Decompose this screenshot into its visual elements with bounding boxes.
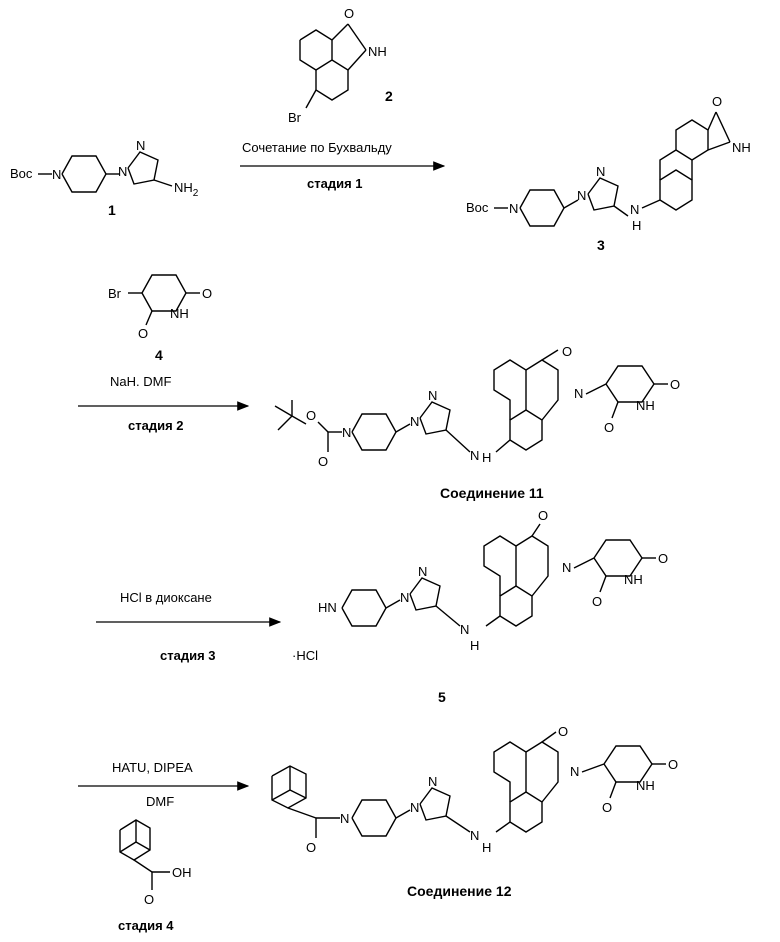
n-atom: N — [410, 414, 419, 429]
br-atom: Br — [288, 110, 302, 125]
boc-label: Boc — [466, 200, 489, 215]
compound-1: Boc N N N NH2 1 — [10, 138, 199, 218]
compound-number: 3 — [597, 237, 605, 253]
n-atom: N — [596, 164, 605, 179]
hn-atom: HN — [318, 600, 337, 615]
o-atom: O — [306, 840, 316, 855]
n-atom: N — [136, 138, 145, 153]
step1-label: стадия 1 — [307, 176, 363, 191]
o-atom: O — [602, 800, 612, 815]
h-atom: H — [470, 638, 479, 653]
o-atom: O — [668, 757, 678, 772]
o-atom: O — [558, 724, 568, 739]
n-atom: N — [577, 188, 586, 203]
cubane-acid: O OH — [120, 820, 192, 907]
o-atom: O — [670, 377, 680, 392]
nh-atom: NH — [636, 778, 655, 793]
n-atom: N — [630, 202, 639, 217]
boc-label: Boc — [10, 166, 33, 181]
o-atom: O — [658, 551, 668, 566]
n-atom: N — [470, 828, 479, 843]
nh-atom: NH — [624, 572, 643, 587]
h-atom: H — [482, 450, 491, 465]
o-atom: O — [138, 326, 148, 341]
compound-name: Соединение 11 — [440, 485, 544, 501]
o-atom: O — [604, 420, 614, 435]
o-atom: O — [538, 508, 548, 523]
n-atom: N — [428, 774, 437, 789]
step3-label: стадия 3 — [160, 648, 216, 663]
n-atom: N — [342, 425, 351, 440]
compound-number: 2 — [385, 88, 393, 104]
step2-reagent: NaH. DMF — [110, 374, 171, 389]
nh2-group: NH2 — [174, 180, 199, 199]
compound-12: O N N N N H O N O O NH Соединение 12 — [272, 724, 678, 899]
nh-atom: NH — [636, 398, 655, 413]
compound-number: 4 — [155, 347, 163, 363]
o-atom: O — [592, 594, 602, 609]
o-atom: O — [712, 94, 722, 109]
nh-atom: NH — [170, 306, 189, 321]
compound-name: Соединение 12 — [407, 883, 512, 899]
step2-label: стадия 2 — [128, 418, 184, 433]
oh-atom: OH — [172, 865, 192, 880]
n-atom: N — [428, 388, 437, 403]
n-atom: N — [509, 201, 518, 216]
n-atom: N — [460, 622, 469, 637]
n-atom: N — [562, 560, 571, 575]
o-atom: O — [202, 286, 212, 301]
h-atom: H — [482, 840, 491, 855]
n-atom: N — [574, 386, 583, 401]
o-atom: O — [318, 454, 328, 469]
step1-reagent: Сочетание по Бухвальду — [242, 140, 392, 155]
step4-label: стадия 4 — [118, 918, 174, 933]
compound-4: Br O O NH 4 — [108, 275, 212, 363]
nh-atom: NH — [732, 140, 751, 155]
o-atom: O — [344, 6, 354, 21]
compound-5: HN N N N H O N O O NH ·HCl 5 — [292, 508, 668, 705]
compound-number: 1 — [108, 202, 116, 218]
n-atom: N — [400, 590, 409, 605]
o-atom: O — [306, 408, 316, 423]
h-atom: H — [632, 218, 641, 233]
n-atom: N — [570, 764, 579, 779]
step4-solvent: DMF — [146, 794, 174, 809]
n-atom: N — [418, 564, 427, 579]
compound-11: O O N N N N H O N O O NH Соединение 11 — [275, 344, 680, 501]
step4-reagent: HATU, DIPEA — [112, 760, 193, 775]
hcl-salt: ·HCl — [292, 648, 318, 663]
n-atom: N — [410, 800, 419, 815]
o-atom: O — [562, 344, 572, 359]
n-atom: N — [52, 167, 61, 182]
compound-number: 5 — [438, 689, 446, 705]
step3-reagent: HCl в диоксане — [120, 590, 212, 605]
n-atom: N — [118, 164, 127, 179]
nh-atom: NH — [368, 44, 387, 59]
br-atom: Br — [108, 286, 122, 301]
n-atom: N — [470, 448, 479, 463]
compound-2: O NH Br 2 — [288, 6, 393, 125]
compound-3: Boc N N N N H O NH 3 — [466, 94, 751, 253]
o-atom: O — [144, 892, 154, 907]
n-atom: N — [340, 811, 349, 826]
